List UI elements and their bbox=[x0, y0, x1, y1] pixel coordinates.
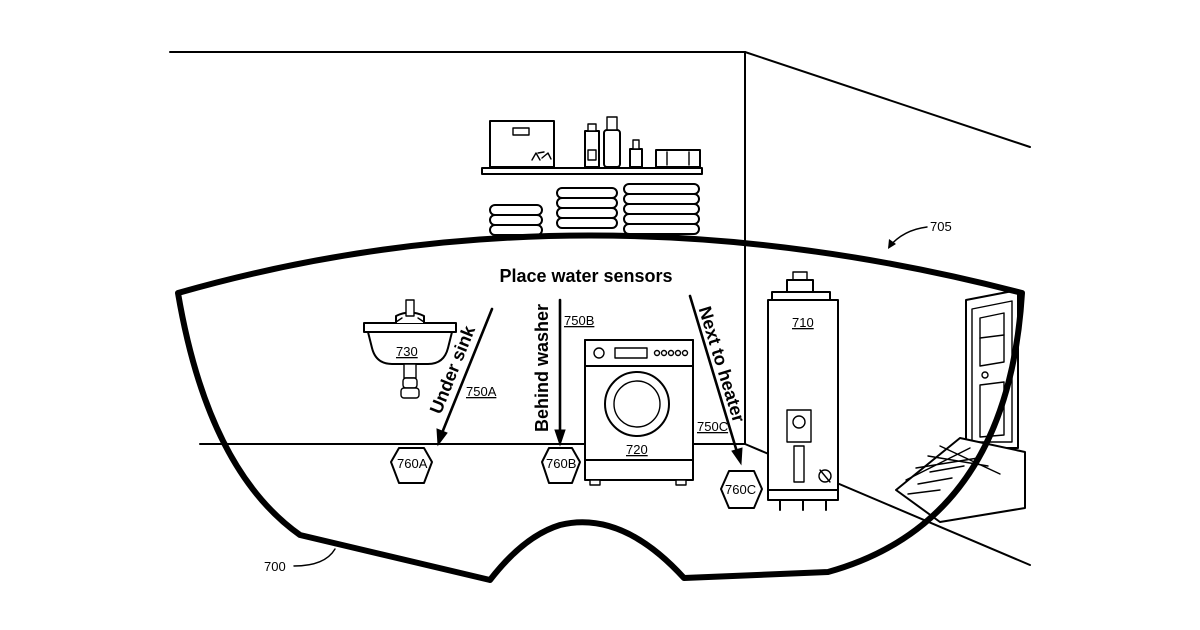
ref-730: 730 bbox=[396, 344, 418, 359]
ref-750a: 750A bbox=[466, 384, 497, 399]
washing-machine: 720 bbox=[585, 340, 693, 485]
ref-750b: 750B bbox=[564, 313, 594, 328]
ref-705: 705 bbox=[930, 219, 952, 234]
instruction-title: Place water sensors bbox=[499, 266, 672, 286]
sensor-760a: 760A bbox=[391, 448, 432, 483]
ref-760b: 760B bbox=[546, 456, 576, 471]
water-heater: 710 bbox=[768, 272, 838, 510]
shelf bbox=[482, 117, 702, 174]
ref-710: 710 bbox=[792, 315, 814, 330]
ref-760a: 760A bbox=[397, 456, 428, 471]
label-behind-washer: Behind washer bbox=[532, 304, 552, 432]
ref-700: 700 bbox=[264, 559, 286, 574]
ref-720: 720 bbox=[626, 442, 648, 457]
sensor-760b: 760B bbox=[542, 448, 580, 483]
sensor-760c: 760C bbox=[721, 471, 762, 508]
ref-750c: 750C bbox=[697, 419, 728, 434]
ref-760c: 760C bbox=[725, 482, 756, 497]
label-next-to-heater: Next to heater bbox=[695, 304, 749, 425]
leader-700 bbox=[294, 549, 335, 566]
towel-stacks bbox=[490, 184, 699, 235]
